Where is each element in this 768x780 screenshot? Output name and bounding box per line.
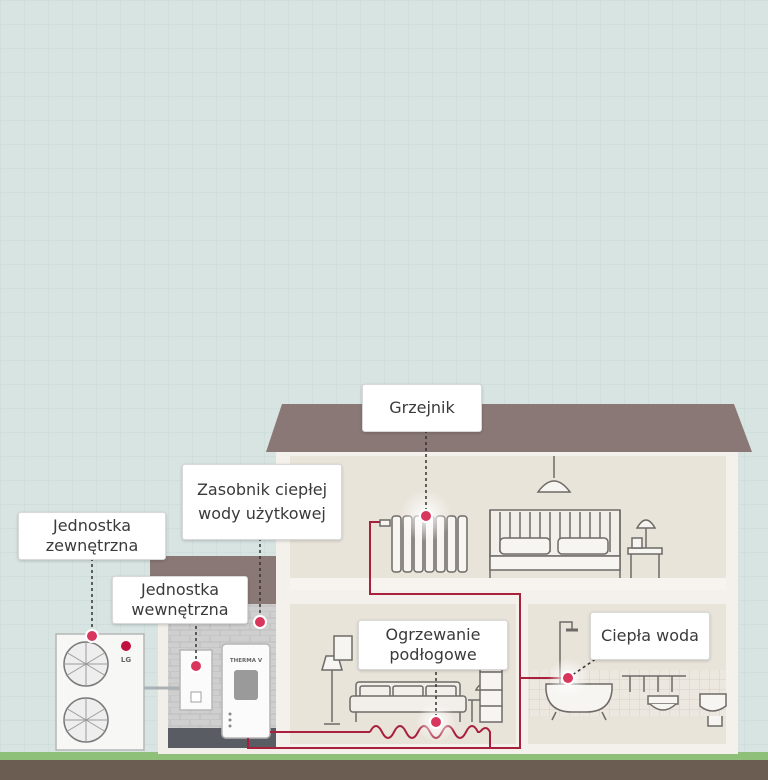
label-indoor-unit-line-1: Jednostka	[140, 580, 220, 599]
label-radiator: Grzejnik	[362, 384, 482, 432]
towel-rail-icon	[622, 675, 686, 692]
toilet-icon	[699, 693, 727, 727]
outdoor-unit-logo: LG	[121, 656, 131, 664]
label-radiator-line-1: Grzejnik	[389, 398, 455, 417]
label-hot-water: Ciepła woda	[590, 612, 710, 660]
house-roof	[266, 404, 752, 452]
lg-logo-icon	[121, 641, 131, 651]
label-outdoor-unit: Jednostka zewnętrzna	[18, 512, 166, 560]
ceiling-lamp-icon	[536, 456, 572, 493]
outdoor-unit: LG	[55, 633, 145, 751]
location-markers	[85, 509, 575, 729]
water-tank: THERMA V	[221, 643, 271, 739]
indoor-unit-panel	[190, 691, 202, 703]
label-water-tank-line-2: wody użytkowej	[198, 504, 326, 523]
label-water-tank: Zasobnik ciepłej wody użytkowej	[182, 464, 342, 540]
main-house	[266, 404, 752, 754]
radiator-marker	[419, 509, 433, 523]
label-indoor-unit-line-2: wewnętrzna	[131, 600, 229, 619]
hot-water-marker	[561, 671, 575, 685]
label-hot-water-line-1: Ciepła woda	[601, 626, 699, 645]
label-floor-heating-line-1: Ogrzewanie	[385, 625, 481, 644]
water-tank-marker	[253, 615, 267, 629]
label-water-tank-line-1: Zasobnik ciepłej	[196, 480, 328, 499]
indoor-unit-marker	[189, 659, 203, 673]
label-indoor-unit: Jednostka wewnętrzna	[112, 576, 248, 624]
label-floor-heating-line-2: podłogowe	[389, 645, 477, 664]
label-outdoor-unit-line-2: zewnętrzna	[45, 536, 139, 555]
washbasin-icon	[647, 695, 679, 711]
bed-icon	[489, 509, 621, 578]
bedroom-floor	[290, 578, 726, 590]
ground	[0, 760, 768, 780]
floor-heating-marker	[429, 715, 443, 729]
grass-strip	[0, 752, 768, 760]
shower-icon	[559, 621, 578, 690]
outdoor-unit-marker	[85, 629, 99, 643]
label-outdoor-unit-line-1: Jednostka	[52, 516, 132, 535]
tank-logo: THERMA V	[230, 658, 263, 664]
tank-display	[234, 670, 258, 700]
bedside-lamp-icon	[627, 519, 663, 578]
label-floor-heating: Ogrzewanie podłogowe	[358, 620, 508, 670]
picture-frame-icon	[333, 635, 353, 661]
